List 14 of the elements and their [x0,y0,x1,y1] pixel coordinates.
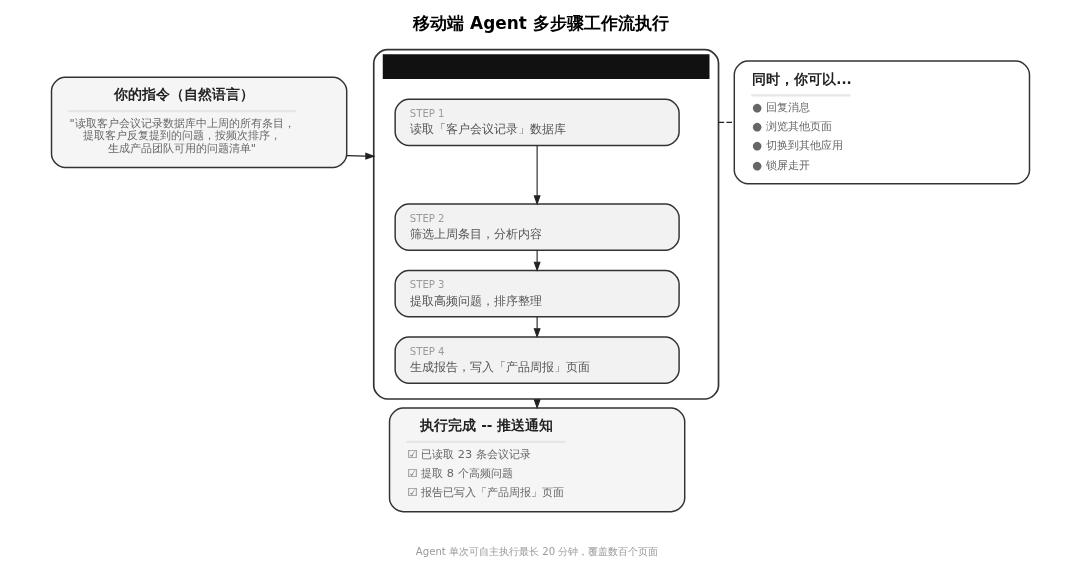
arrow [345,152,375,160]
node-box: 你的指令（自然语言） "读取客户会议记录数据库中上周的所有条目，提取客户反复提到的问题，按频次排序，生成产品团队可用的问题清单" [50,76,347,169]
node-box: 同时，你可以... ● 回复消息 ● 浏览其他页面 ● 切换到其他应用 ● 锁屏走开 [733,60,1030,185]
connector [717,121,735,123]
arrow [533,316,541,339]
node-box: STEP 1 读取「客户会议记录」数据库 [393,98,680,147]
node-box: STEP 3 提取高频问题，排序整理 [393,269,680,318]
node-box: STEP 4 生成报告，写入「产品周报」页面 [393,336,680,384]
node-box: 执行完成 -- 推送通知 ☑ 已读取 23 条会议记录 ☑ 提取 8 个高频问题 ☑ 报告已写入「产品周报」页面 [388,407,685,513]
caption: Agent 单次可自主执行最长 20 分钟，覆盖数百个页面 [415,545,658,557]
arrow [533,249,541,272]
node-box: STEP 2 筛选上周条目，分析内容 [393,203,680,251]
arrow [533,145,541,206]
diagram-title: 移动端 Agent 多步骤工作流执行 [412,13,669,34]
